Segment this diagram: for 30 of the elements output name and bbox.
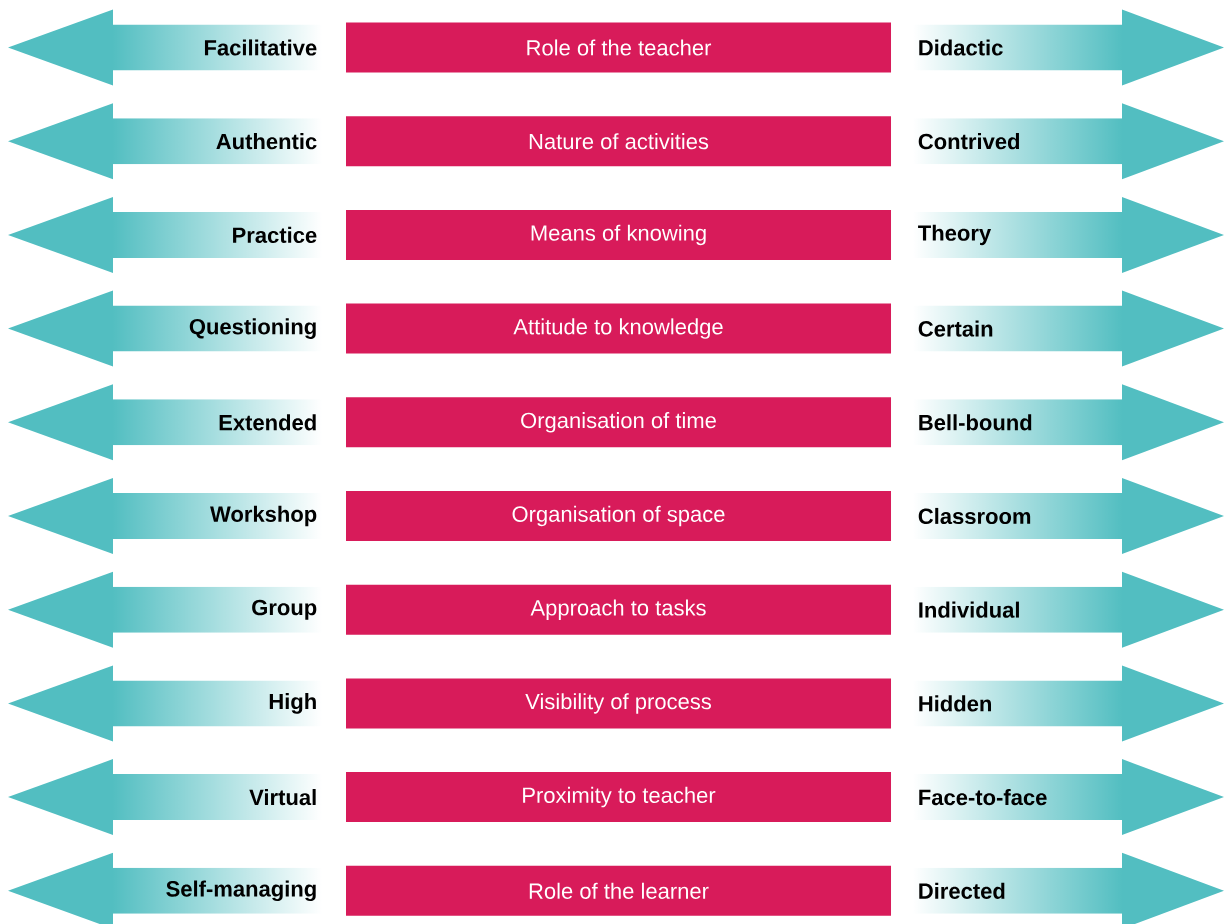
pointed-banner: Workshop [8, 478, 323, 554]
label-box: Role of the teacher [346, 22, 891, 73]
label-box: Organisation of space [346, 491, 891, 541]
pointed-banner: Certain [912, 290, 1224, 367]
pointed-banner: Facilitative [8, 9, 323, 86]
pointed-banner: Questioning [8, 290, 323, 367]
label-box: Visibility of process [346, 678, 891, 729]
pointed-banner: Virtual [8, 759, 323, 836]
pointed-banner: Practice [8, 196, 323, 273]
label-box: Proximity to teacher [346, 772, 891, 823]
label-box: Role of the learner [346, 865, 891, 916]
pointed-banner: Individual [912, 571, 1224, 648]
label-box: Organisation of time [346, 397, 891, 448]
pointed-banner: Didactic [912, 9, 1224, 86]
pointed-banner: Extended [8, 384, 323, 461]
pointed-banner: Theory [912, 196, 1224, 273]
pointed-banner: Face-to-face [912, 759, 1224, 836]
label-box: Nature of activities [346, 116, 891, 167]
label-box: Attitude to knowledge [346, 303, 891, 354]
pointed-banner: Group [8, 571, 323, 648]
pointed-banner: Self-managing [8, 852, 323, 924]
label-box: Means of knowing [346, 209, 891, 260]
label-box: Approach to tasks [346, 584, 891, 635]
pointed-banner: Bell-bound [912, 384, 1224, 461]
pointed-banner: High [8, 665, 323, 742]
pointed-banner: Classroom [912, 478, 1224, 554]
pointed-banner: Contrived [912, 103, 1224, 180]
pointed-banner: Directed [912, 852, 1224, 924]
pointed-banner: Hidden [912, 665, 1224, 742]
pointed-banner: Authentic [8, 103, 323, 180]
